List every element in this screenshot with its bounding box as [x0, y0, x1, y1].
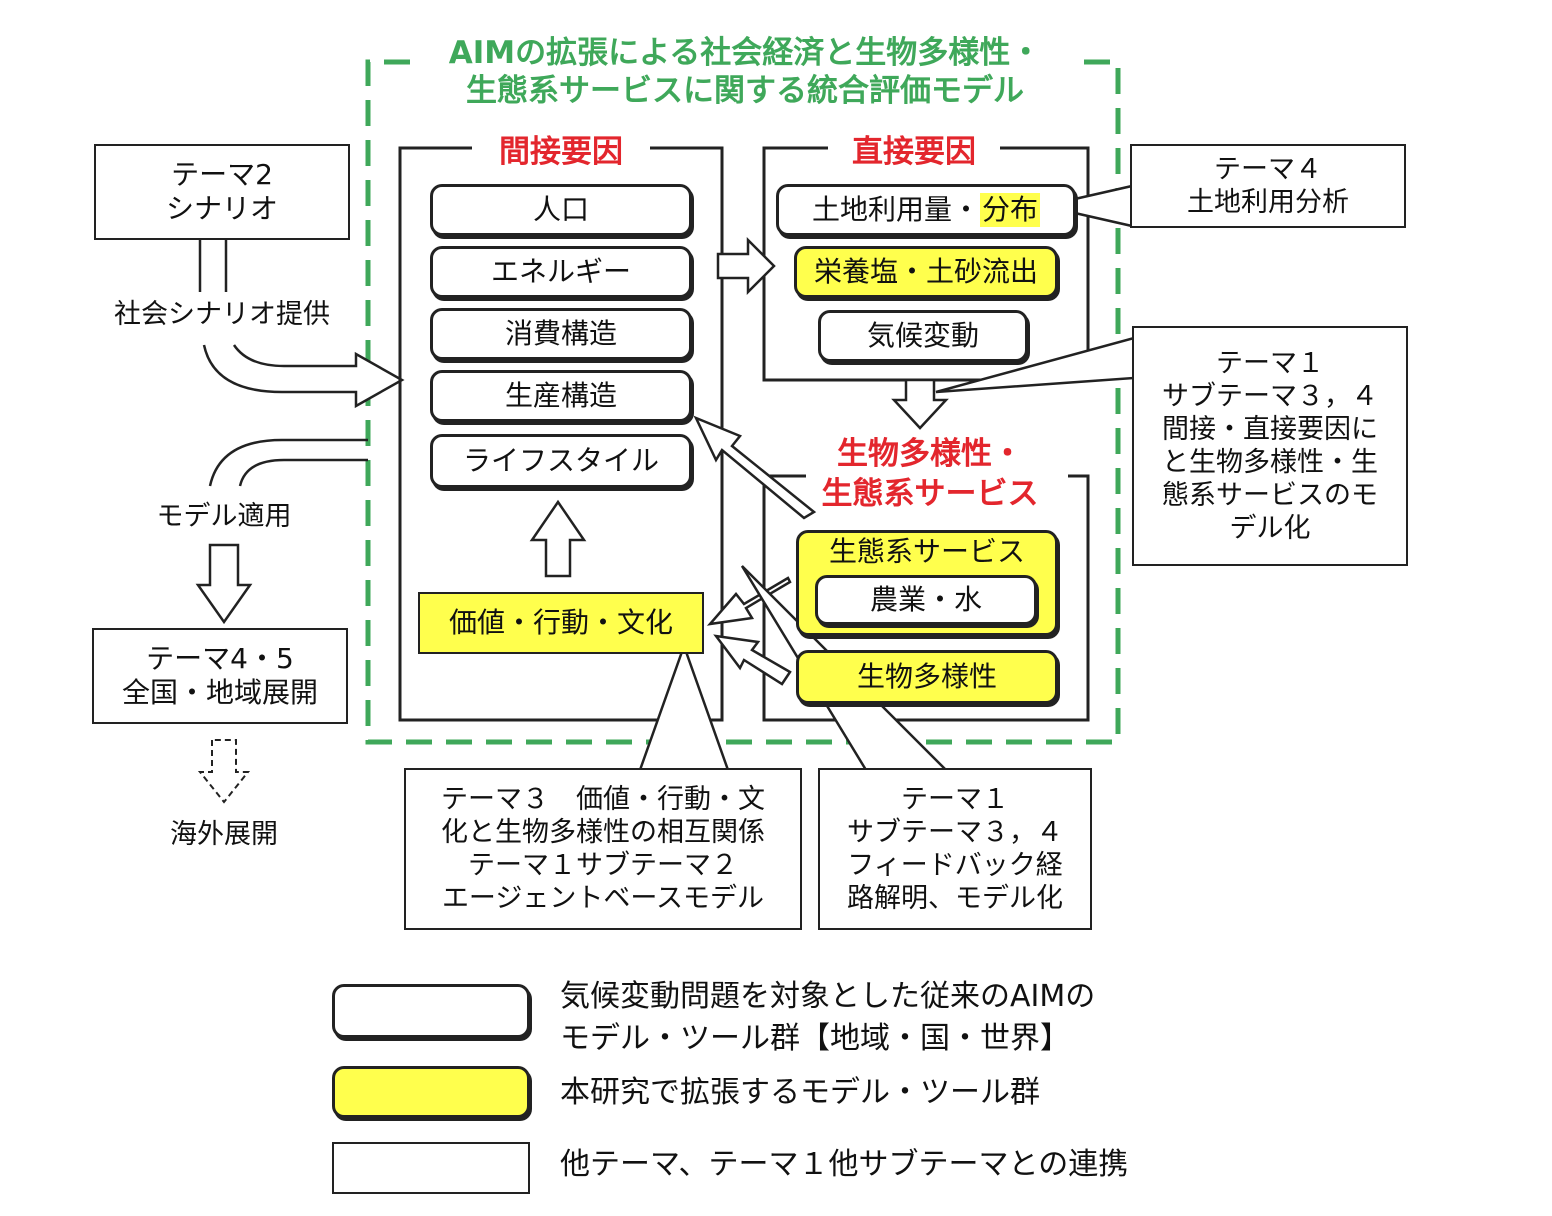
scenario-provide-label: 社会シナリオ提供	[114, 298, 330, 330]
title-line-2: 生態系サービスに関する統合評価モデル	[466, 73, 1024, 109]
eco-to-value-arrow	[706, 576, 792, 626]
bio-header-line-2: 生態系サービス	[821, 476, 1039, 512]
theme1-bottom-line-2: サブテーマ３，４	[847, 817, 1063, 848]
indirect-to-direct-arrow	[716, 236, 776, 296]
model-apply-label: モデル適用	[156, 500, 292, 532]
theme1-bottom-callout: テーマ１ サブテーマ３，４ フィードバック経 路解明、モデル化	[818, 768, 1092, 930]
theme3-line-1: テーマ３ 価値・行動・文	[441, 784, 765, 815]
theme1-bottom-line-1: テーマ１	[901, 784, 1009, 815]
theme45-line-1: テーマ4・5	[146, 642, 294, 675]
distribution-highlight: 分布	[980, 193, 1041, 227]
legend-text-existing: 気候変動問題を対象とした従来のAIMの モデル・ツール群【地域・国・世界】	[560, 976, 1095, 1060]
legend-swatch-existing	[332, 984, 530, 1038]
indirect-factors-header: 間接要因	[499, 133, 623, 170]
theme2-line-1: テーマ2	[171, 158, 273, 191]
ecosystem-service-box: 生態系サービス 農業・水	[796, 530, 1058, 636]
legend-swatch-extended	[332, 1066, 530, 1118]
theme2-line-2: シナリオ	[165, 192, 278, 225]
legend-swatch-collaboration	[332, 1142, 530, 1194]
legend-text-collaboration: 他テーマ、テーマ１他サブテーマとの連携	[560, 1147, 1129, 1182]
theme1-right-line-4: と生物多様性・生	[1162, 447, 1378, 478]
consumption-box: 消費構造	[430, 308, 692, 360]
climate-change-box: 気候変動	[818, 310, 1028, 362]
value-to-lifestyle-arrow	[529, 499, 587, 578]
legend-existing-line-2: モデル・ツール群【地域・国・世界】	[560, 1021, 1070, 1056]
theme1-right-callout: テーマ１ サブテーマ３，４ 間接・直接要因に と生物多様性・生 態系サービスのモ…	[1132, 326, 1408, 566]
legend-existing-line-1: 気候変動問題を対象とした従来のAIMの	[560, 979, 1096, 1014]
theme45-box: テーマ4・5 全国・地域展開	[92, 628, 348, 724]
biodiversity-box: 生物多様性	[796, 650, 1058, 704]
theme1-right-line-3: 間接・直接要因に	[1162, 414, 1378, 445]
theme4-line-2: 土地利用分析	[1187, 187, 1349, 218]
title-line-1: AIMの拡張による社会経済と生物多様性・	[448, 35, 1042, 71]
theme1-right-line-1: テーマ１	[1216, 348, 1324, 379]
land-use-label: 土地利用量・	[811, 193, 980, 226]
theme1-right-line-5: 態系サービスのモ	[1162, 480, 1378, 511]
scenario-arrow	[202, 344, 405, 409]
theme1-bottom-line-4: 路解明、モデル化	[847, 883, 1063, 914]
bio-header: 生物多様性・ 生態系サービス	[790, 432, 1070, 516]
value-behavior-culture-box: 価値・行動・文化	[418, 592, 704, 654]
overseas-arrow	[197, 739, 251, 804]
land-use-box: 土地利用量・分布	[776, 184, 1076, 236]
model-apply-arrow	[195, 543, 253, 625]
nutrient-sediment-box: 栄養塩・土砂流出	[794, 246, 1058, 298]
theme45-line-2: 全国・地域展開	[121, 676, 318, 709]
direct-factors-header: 直接要因	[852, 133, 976, 170]
theme4-line-1: テーマ４	[1214, 154, 1322, 185]
biodiv-to-value-arrow	[713, 634, 792, 686]
production-box: 生産構造	[430, 370, 692, 422]
integrated-model-frame	[365, 59, 1121, 745]
theme1-bottom-line-3: フィードバック経	[847, 850, 1063, 881]
theme3-line-2: 化と生物多様性の相互関係	[441, 817, 765, 848]
legend-text-extended: 本研究で拡張するモデル・ツール群	[560, 1075, 1040, 1110]
agriculture-water-box: 農業・水	[815, 575, 1037, 625]
ecosystem-service-label: 生態系サービス	[828, 535, 1025, 568]
direct-to-bio-arrow	[891, 378, 949, 430]
bio-to-lifestyle-arrow	[693, 415, 817, 520]
overseas-label: 海外展開	[170, 818, 278, 850]
theme4-callout: テーマ４ 土地利用分析	[1130, 144, 1406, 228]
bio-header-line-1: 生物多様性・	[837, 436, 1023, 472]
theme1-right-line-2: サブテーマ３，４	[1162, 381, 1378, 412]
population-box: 人口	[430, 184, 692, 236]
diagram-title: AIMの拡張による社会経済と生物多様性・ 生態系サービスに関する統合評価モデル	[390, 34, 1100, 109]
energy-box: エネルギー	[430, 246, 692, 298]
theme3-line-4: エージェントベースモデル	[441, 883, 765, 914]
theme2-scenario-box: テーマ2 シナリオ	[94, 144, 350, 240]
theme3-line-3: テーマ１サブテーマ２	[468, 850, 738, 881]
lifestyle-box: ライフスタイル	[430, 434, 692, 488]
theme3-callout: テーマ３ 価値・行動・文 化と生物多様性の相互関係 テーマ１サブテーマ２ エージ…	[404, 768, 802, 930]
legend: 気候変動問題を対象とした従来のAIMの モデル・ツール群【地域・国・世界】 本研…	[328, 972, 1228, 1202]
theme1-right-line-6: デル化	[1229, 513, 1311, 544]
